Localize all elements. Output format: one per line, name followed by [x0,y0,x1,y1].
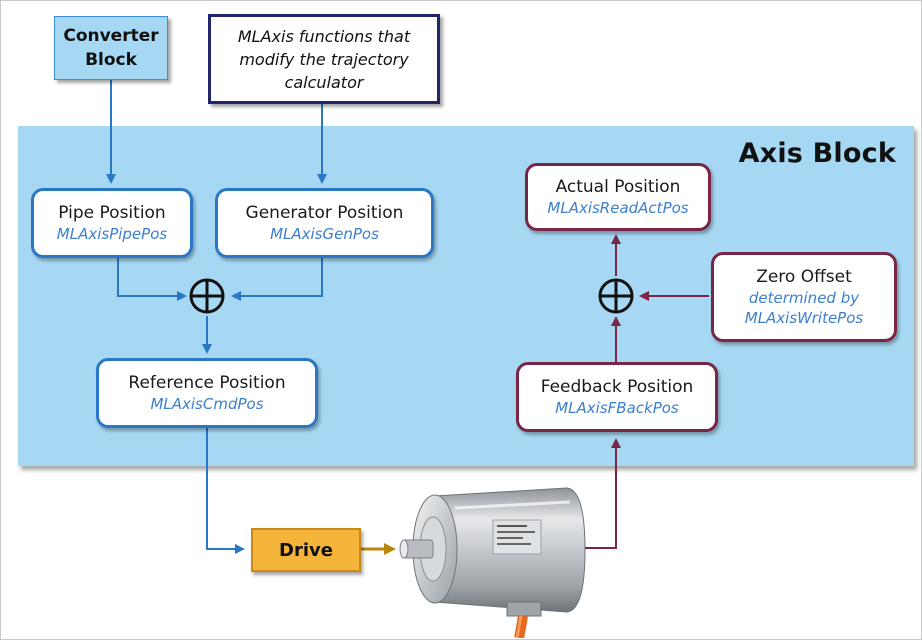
arrow-reference-to-drive [206,428,245,554]
actual-position-box: Actual Position MLAxisReadActPos [525,163,711,231]
pipe-position-box: Pipe Position MLAxisPipePos [31,188,193,258]
sum-junction-right [598,278,634,314]
servo-motor-illustration [399,487,586,638]
reference-position-function: MLAxisCmdPos [150,395,264,413]
converter-block: Converter Block [54,16,168,80]
generator-position-function: MLAxisGenPos [270,225,379,243]
feedback-position-function: MLAxisFBackPos [555,399,679,417]
arrow-motor-to-feedback [582,438,621,549]
note-line1: MLAxis functions that [237,26,411,46]
zero-offset-title: Zero Offset [756,267,852,287]
zero-offset-line2: determined by [748,289,860,307]
note-line2: modify the trajectory [239,49,409,69]
arrow-generator-to-sum [231,258,323,301]
converter-block-line1: Converter [63,26,159,46]
actual-position-function: MLAxisReadActPos [547,199,689,217]
drive-label: Drive [279,539,333,561]
feedback-position-box: Feedback Position MLAxisFBackPos [516,362,718,432]
arrow-pipe-to-sum [117,258,187,301]
generator-position-box: Generator Position MLAxisGenPos [215,188,434,258]
feedback-position-title: Feedback Position [540,377,694,397]
zero-offset-box: Zero Offset determined by MLAxisWritePos [711,252,897,342]
pipe-position-title: Pipe Position [58,203,166,223]
mlaxis-functions-note: MLAxis functions that modify the traject… [208,14,440,104]
drive-box: Drive [251,528,361,572]
generator-position-title: Generator Position [245,203,404,223]
converter-block-line2: Block [85,50,137,70]
reference-position-box: Reference Position MLAxisCmdPos [96,358,318,428]
reference-position-title: Reference Position [128,373,286,393]
actual-position-title: Actual Position [555,177,681,197]
axis-block-title: Axis Block [738,138,896,169]
pipe-position-function: MLAxisPipePos [56,225,168,243]
note-line3: calculator [284,72,364,92]
sum-junction-left [189,278,225,314]
zero-offset-function: MLAxisWritePos [744,309,864,327]
